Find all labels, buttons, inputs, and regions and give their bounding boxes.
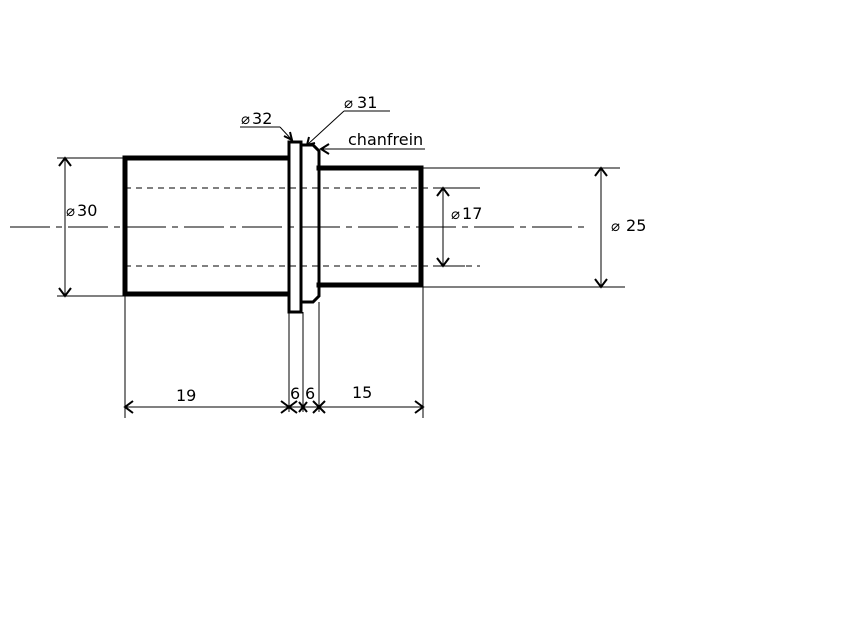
dim-label-d31: ⌀31 [344, 93, 377, 112]
left-cylinder-outline [122, 155, 290, 297]
dim-label-d30: ⌀30 [66, 201, 97, 220]
dim-label-l6a: 6 [290, 384, 300, 403]
arrowhead-chamfer [319, 143, 330, 155]
right-cylinder-outline [316, 165, 424, 288]
arrowhead-length-left [123, 400, 134, 414]
arrowhead-d17-bottom [436, 257, 450, 268]
arrowhead-d25-top [594, 166, 608, 177]
chamfer-label: chanfrein [348, 130, 423, 149]
arrowhead-length-right [414, 400, 425, 414]
dim-label-l15: 15 [352, 383, 372, 402]
leader-line-d31 [306, 110, 345, 146]
arrowhead-l6b-start [301, 401, 308, 413]
collar-d31-chamfered [301, 143, 321, 304]
dim-label-l6b: 6 [305, 384, 315, 403]
arrowhead-d30-bottom [58, 287, 72, 298]
arrowhead-l15-start [317, 400, 326, 414]
collar-d32 [287, 140, 303, 314]
arrowhead-d32 [283, 131, 294, 142]
arrowhead-l6a-start [287, 400, 298, 414]
arrowhead-d31 [305, 136, 316, 147]
arrowhead-d25-bottom [594, 278, 608, 289]
arrowhead-d30-top [58, 156, 72, 167]
leader-line-d32 [279, 126, 293, 141]
dim-label-d17: ⌀17 [451, 204, 482, 223]
dim-label-d25: ⌀25 [611, 216, 646, 235]
dim-label-d32: ⌀32 [241, 109, 272, 128]
arrowhead-d17-top [436, 186, 450, 197]
dim-label-l19: 19 [176, 386, 196, 405]
